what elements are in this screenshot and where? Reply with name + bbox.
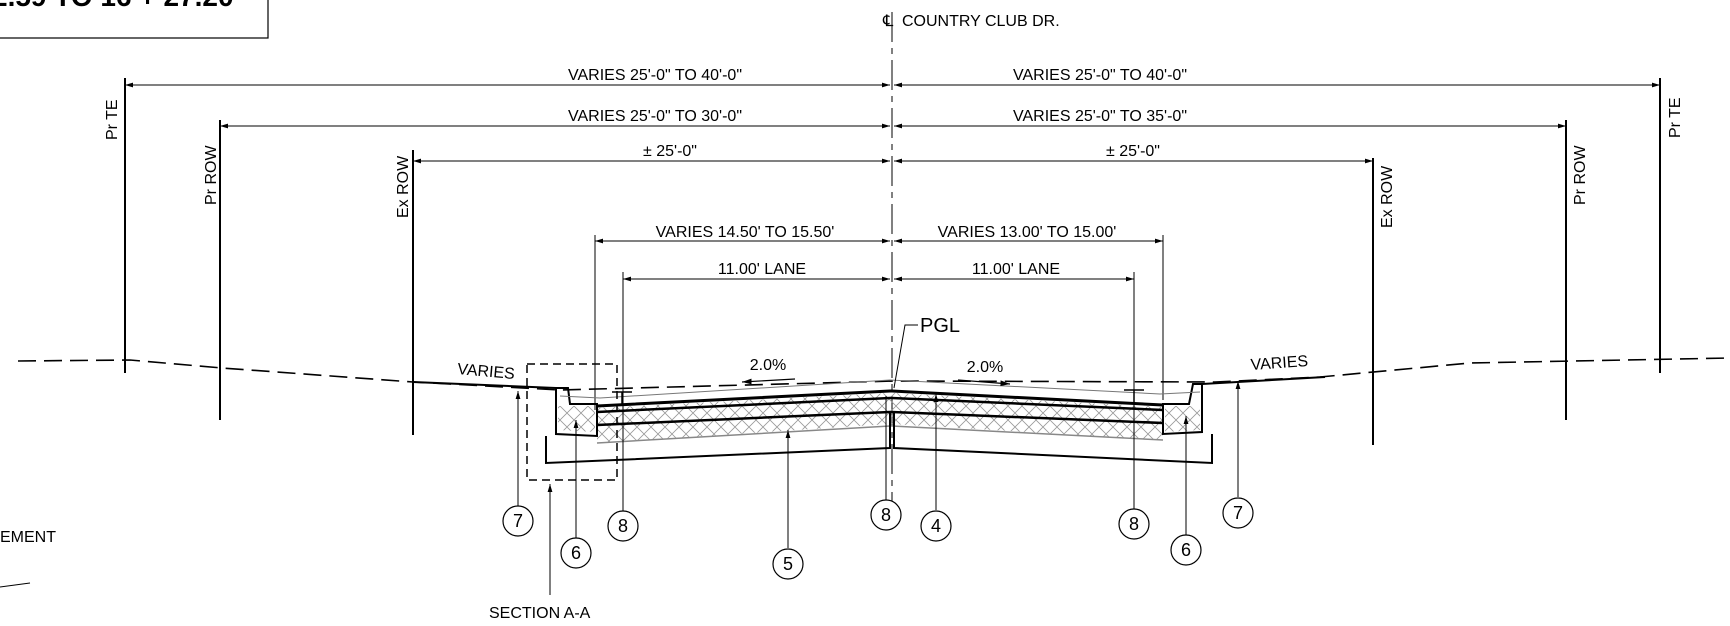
callout-8-center-text: 8: [881, 505, 891, 525]
callout-8-right: [1118, 508, 1150, 540]
callout-7-left-text: 7: [513, 511, 523, 531]
dim-pave-left: VARIES 14.50' TO 15.50': [656, 224, 835, 241]
pr-te-left-label: Pr TE: [104, 99, 121, 140]
legend-partial-text: EMENT: [0, 529, 56, 546]
varies-left-label: VARIES: [457, 361, 516, 383]
title-block-text: 2.59 TO 16 + 27.20: [0, 0, 234, 12]
pr-te-right-label: Pr TE: [1667, 97, 1684, 138]
callout-4: [920, 510, 952, 542]
callout-7-right-text: 7: [1233, 503, 1243, 523]
ex-row-left-label: Ex ROW: [395, 155, 412, 218]
callout-circles: [502, 497, 1254, 580]
slope-left-label: 2.0%: [750, 357, 786, 374]
pgl-leader: [893, 324, 918, 389]
section-a-a-box: [526, 363, 618, 481]
dim-exrow-right: ± 25'-0": [1106, 143, 1160, 160]
dim-exrow-left: ± 25'-0": [643, 143, 697, 160]
callout-6-right: [1170, 534, 1202, 566]
callout-8-left-text: 8: [618, 516, 628, 536]
legend-partial-line: [0, 582, 31, 588]
dimension-lines: [125, 82, 1660, 410]
callout-4-text: 4: [931, 516, 941, 536]
vertical-lines: [124, 78, 1661, 445]
pr-row-left-label: Pr ROW: [203, 145, 220, 205]
section-a-a-label: SECTION A-A: [489, 605, 591, 622]
existing-ground-line: [17, 357, 1730, 391]
callout-7-right: [1222, 497, 1254, 529]
callout-numbers: 7 6 8 5 8 4 8 6 7: [513, 503, 1243, 574]
callout-8-center: [870, 499, 902, 531]
callout-7-left: [502, 505, 534, 537]
slope-arrow-right: [957, 379, 1011, 387]
callout-6-left-text: 6: [571, 543, 581, 563]
dim-lane-left: 11.00' LANE: [718, 261, 806, 278]
pgl-label: PGL: [920, 315, 960, 337]
callout-6-left: [560, 537, 592, 569]
callout-6-right-text: 6: [1181, 540, 1191, 560]
varies-right-label: VARIES: [1250, 353, 1309, 374]
callout-5-text: 5: [783, 554, 793, 574]
callout-5: [772, 548, 804, 580]
callout-8-left: [607, 510, 639, 542]
pr-row-right-label: Pr ROW: [1572, 145, 1589, 205]
dim-te-left: VARIES 25'-0" TO 40'-0": [568, 67, 742, 84]
slope-right-label: 2.0%: [967, 359, 1003, 376]
ex-row-right-label: Ex ROW: [1379, 165, 1396, 228]
pavement-section: [412, 376, 1326, 465]
slope-arrow-left: [741, 378, 796, 385]
centerline-label: COUNTRY CLUB DR.: [902, 13, 1060, 30]
centerline-symbol: ℄: [882, 13, 894, 30]
dim-prow-right: VARIES 25'-0" TO 35'-0": [1013, 108, 1187, 125]
dim-lane-right: 11.00' LANE: [972, 261, 1060, 278]
callout-8-right-text: 8: [1129, 514, 1139, 534]
callout-leaders: [515, 381, 1241, 548]
dim-pave-right: VARIES 13.00' TO 15.00': [938, 224, 1117, 241]
title-block: [0, 0, 269, 39]
dim-te-right: VARIES 25'-0" TO 40'-0": [1013, 67, 1187, 84]
dim-prow-left: VARIES 25'-0" TO 30'-0": [568, 108, 742, 125]
